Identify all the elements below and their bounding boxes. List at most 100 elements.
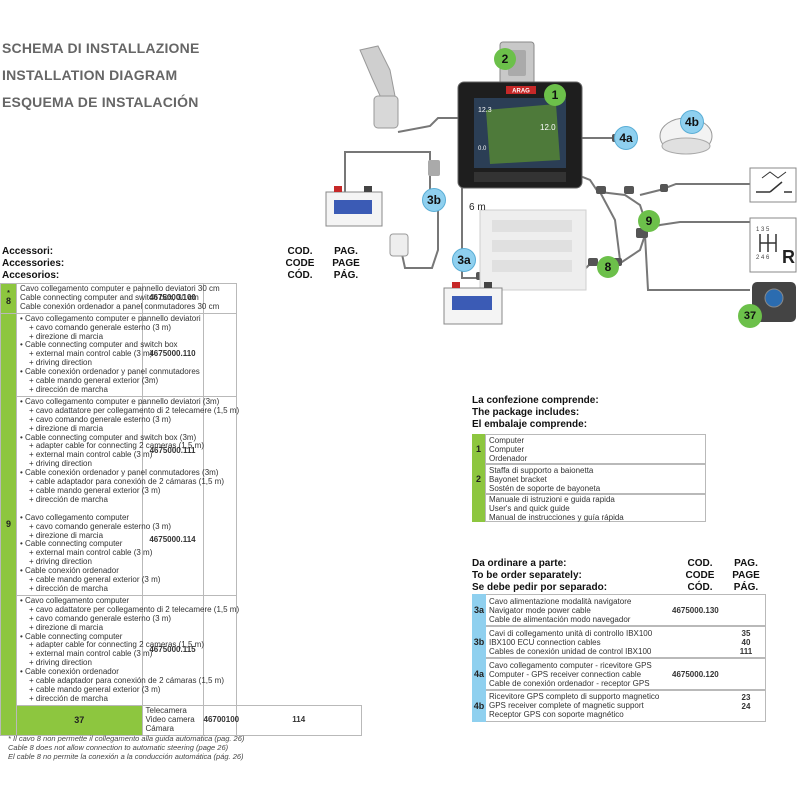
description-line: • Cavo collegamento computer: [20, 512, 130, 522]
battery-illustration-bottom: [443, 282, 503, 325]
order-row-4a-text: Cavo collegamento computer - ricevitore …: [489, 661, 652, 688]
accessory-code: 46700100: [202, 704, 239, 736]
package-header: La confezione comprende: The package inc…: [472, 395, 599, 430]
driving-direction-gear-icon: 1 3 5 2 4 6 R: [749, 217, 797, 273]
description-line: + adapter cable for connecting 2 cameras…: [29, 640, 204, 650]
power-plug-illustration: [389, 233, 409, 257]
accessory-row-115: • Cavo collegamento computer+ cavo adatt…: [1, 594, 362, 706]
description-line: + adapter cable for connecting 2 cameras…: [29, 441, 204, 451]
accessory-number-8: * 8: [0, 283, 17, 314]
order-code-header: COD. CODE CÓD.: [685, 558, 715, 593]
description-line: + cable mando general exterior (3 m): [29, 684, 161, 694]
badge-1: 1: [544, 84, 566, 106]
svg-text:R: R: [782, 247, 795, 267]
description-line: • Cable connecting computer: [20, 539, 123, 549]
order-number-3a: 3a: [472, 594, 486, 626]
svg-text:1 3 5: 1 3 5: [756, 227, 770, 233]
description-line: • Cable connecting computer: [20, 631, 123, 641]
page-title-english: INSTALLATION DIAGRAM: [2, 67, 178, 83]
accessories-header: Accessori: Accessories: Accesorios:: [2, 246, 65, 281]
battery-illustration-top: [325, 186, 383, 227]
accessory-page: [202, 594, 237, 706]
accessory-code-pair: 4675000.111 4675000.114: [141, 395, 204, 596]
description-line: • Cavo collegamento computer e pannello …: [20, 396, 220, 406]
order-page-header: PAG. PAGE PÁG.: [732, 558, 760, 593]
accessory-row-camera: 37 Telecamera Video camera Cámara 467001…: [1, 704, 362, 736]
accessory-description: • Cavo collegamento computer e pannello …: [16, 395, 240, 596]
main-switch-icon: [749, 167, 797, 203]
accessory-description: • Cavo collegamento computer+ cavo adatt…: [16, 594, 240, 706]
description-line: + direzione di marcia: [29, 423, 104, 433]
page-title-spanish: ESQUEMA DE INSTALACIÓN: [2, 94, 199, 110]
badge-8: 8: [597, 256, 619, 278]
svg-text:0.0: 0.0: [478, 146, 487, 152]
description-line: + dirección de marcha: [29, 693, 108, 703]
description-line: • Cable conexión ordenador: [20, 566, 119, 576]
accessory-row-cable-8: * 8 Cavo collegamento computer e pannell…: [0, 283, 362, 314]
badge-37: 37: [738, 304, 762, 328]
description-line: • Cable conexión ordenador y panel conmu…: [20, 468, 219, 478]
installation-diagram: ARAG 12.3 12.0 0.0: [325, 41, 797, 325]
order-number-4a: 4a: [472, 658, 486, 690]
accessory-code: 4675000.110: [141, 312, 204, 397]
description-line: + cavo adattatore per collegamento di 2 …: [29, 604, 240, 614]
description-line: + cavo adattatore per collegamento di 2 …: [29, 405, 240, 415]
order-number-3b: 3b: [472, 626, 486, 658]
screen-brand-logo: ARAG: [512, 89, 530, 95]
accessories-page-header: PAG. PAGE PÁG.: [332, 246, 360, 281]
accessory-page: [202, 312, 237, 397]
accessory-row-111-114: • Cavo collegamento computer e pannello …: [1, 395, 362, 596]
cable-length-label: 6 m: [469, 202, 486, 213]
badge-3a: 3a: [452, 248, 476, 272]
footnote: * Il cavo 8 non permette il collegamento…: [8, 734, 245, 761]
package-number-2: 2: [472, 464, 485, 494]
description-line: + cable mando general exterior (3 m): [29, 575, 161, 585]
description-line: + external main control cable (3 m): [29, 548, 153, 558]
accessory-description: • Cavo collegamento computer e pannello …: [16, 312, 201, 397]
order-code-4a: 4675000.120: [672, 670, 719, 679]
svg-text:12.0: 12.0: [540, 123, 556, 132]
description-line: • Cavo collegamento computer e pannello …: [20, 313, 201, 323]
badge-4b: 4b: [680, 110, 704, 134]
accessory-number-37: 37: [16, 704, 143, 736]
description-line: + driving direction: [29, 658, 92, 668]
accessories-table: * 8 Cavo collegamento computer e pannell…: [0, 283, 362, 736]
order-number-4b: 4b: [472, 690, 486, 722]
description-line: + cable mando general exterior (3 m): [29, 485, 161, 495]
badge-9: 9: [638, 210, 660, 232]
accessory-description: Cavo collegamento computer e pannello de…: [16, 283, 220, 314]
accessory-number-9: 9: [0, 312, 17, 736]
joystick-illustration: [359, 45, 399, 129]
description-line: + driving direction: [29, 557, 92, 567]
description-line: • Cable connecting computer and switch b…: [20, 432, 197, 442]
description-line: + cavo comando generale esterno (3 m): [29, 322, 172, 332]
svg-text:12.3: 12.3: [478, 107, 492, 114]
description-line: • Cavo collegamento computer: [20, 595, 130, 605]
switch-box-illustration: [479, 209, 587, 291]
package-item-manual: [485, 494, 706, 522]
package-item-computer: [485, 434, 706, 464]
description-line: • Cable conexión ordenador: [20, 667, 119, 677]
accessory-page: [202, 395, 237, 596]
description-line: + cavo comando generale esterno (3 m): [29, 414, 172, 424]
package-number-blank: [472, 494, 485, 522]
accessory-row-110: 9 • Cavo collegamento computer e pannell…: [0, 312, 362, 736]
description-line: + direzione di marcia: [29, 622, 104, 632]
description-line: + cavo comando generale esterno (3 m): [29, 613, 172, 623]
order-row-4b-text: Ricevitore GPS completo di supporto magn…: [489, 692, 660, 719]
description-line: + external main control cable (3 m): [29, 450, 153, 460]
description-line: + cable mando general exterior (3m): [29, 376, 159, 386]
description-line: + direzione di marcia: [29, 530, 104, 540]
badge-4a: 4a: [614, 126, 638, 150]
description-line: + dirección de marcha: [29, 384, 108, 394]
description-line: + dirección de marcha: [29, 494, 108, 504]
page-title-italian: SCHEMA DI INSTALLAZIONE: [2, 40, 200, 56]
accessory-description: Telecamera Video camera Cámara: [141, 704, 204, 736]
package-number-1: 1: [472, 434, 485, 464]
badge-3b: 3b: [422, 188, 446, 212]
